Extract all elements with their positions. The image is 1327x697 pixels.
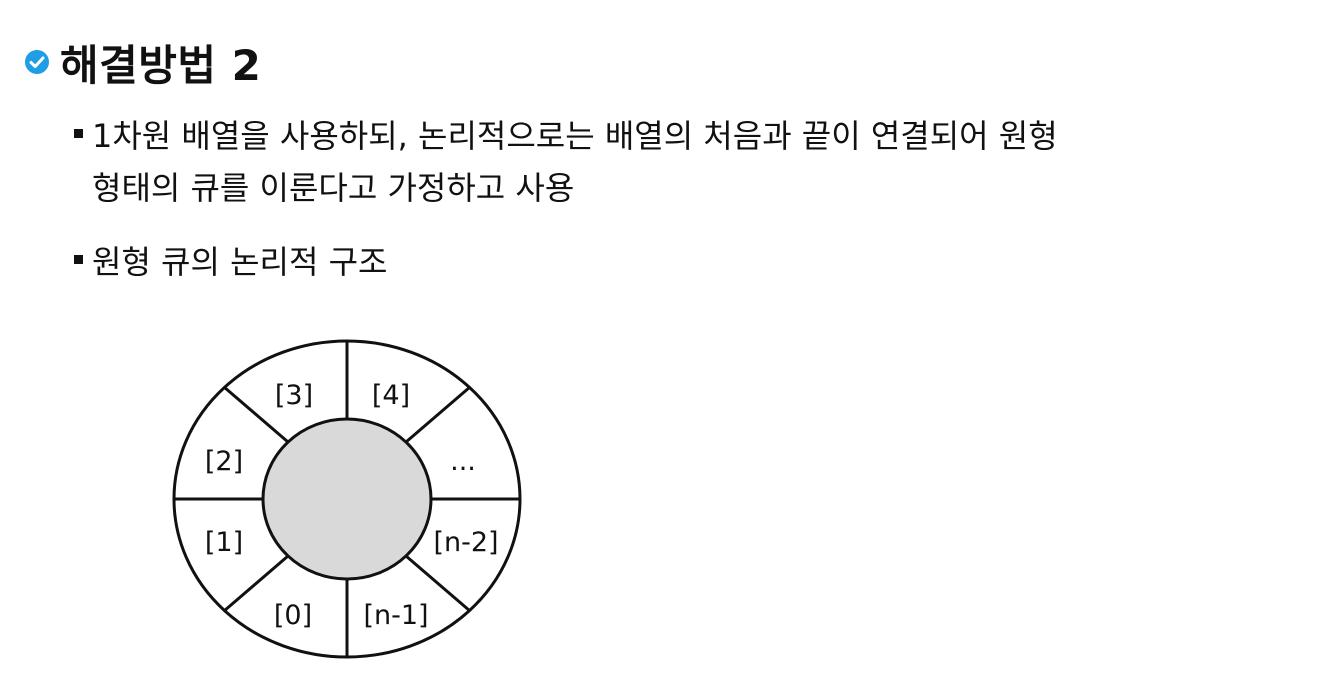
- bullet-line: 1차원 배열을 사용하되, 논리적으로는 배열의 처음과 끝이 연결되어 원형: [92, 117, 1058, 155]
- bullet-text: 원형 큐의 논리적 구조: [92, 236, 387, 288]
- cell-label: [n-1]: [363, 600, 428, 631]
- cell-label: [3]: [275, 380, 313, 411]
- section-title: 해결방법 2: [24, 30, 261, 94]
- divider-lower-right: [405, 554, 471, 613]
- cell-label: [1]: [205, 527, 243, 558]
- bullet-text: 1차원 배열을 사용하되, 논리적으로는 배열의 처음과 끝이 연결되어 원형 …: [92, 110, 1058, 214]
- bullet-line: 원형 큐의 논리적 구조: [92, 243, 388, 281]
- square-bullet-icon: [74, 255, 83, 264]
- square-bullet-icon: [74, 129, 83, 138]
- bullet-item: 원형 큐의 논리적 구조: [74, 236, 387, 288]
- bullet-item: 1차원 배열을 사용하되, 논리적으로는 배열의 처음과 끝이 연결되어 원형 …: [74, 110, 1294, 214]
- check-circle-icon: [25, 50, 49, 74]
- circular-queue-diagram: [3] [4] ... [n-2] [n-1] [0] [1] [2]: [172, 339, 522, 659]
- divider-upper-right: [405, 385, 471, 444]
- cell-label: [n-2]: [433, 527, 498, 558]
- cell-label: [4]: [372, 380, 410, 411]
- cell-label: [2]: [205, 446, 243, 477]
- cell-label: ...: [450, 446, 476, 477]
- cell-label: [0]: [274, 600, 312, 631]
- center-hub: [261, 417, 433, 581]
- divider-upper-left: [223, 385, 289, 444]
- title-text: 해결방법 2: [60, 40, 262, 90]
- divider-lower-left: [223, 554, 289, 613]
- bullet-line: 형태의 큐를 이룬다고 가정하고 사용: [92, 169, 575, 207]
